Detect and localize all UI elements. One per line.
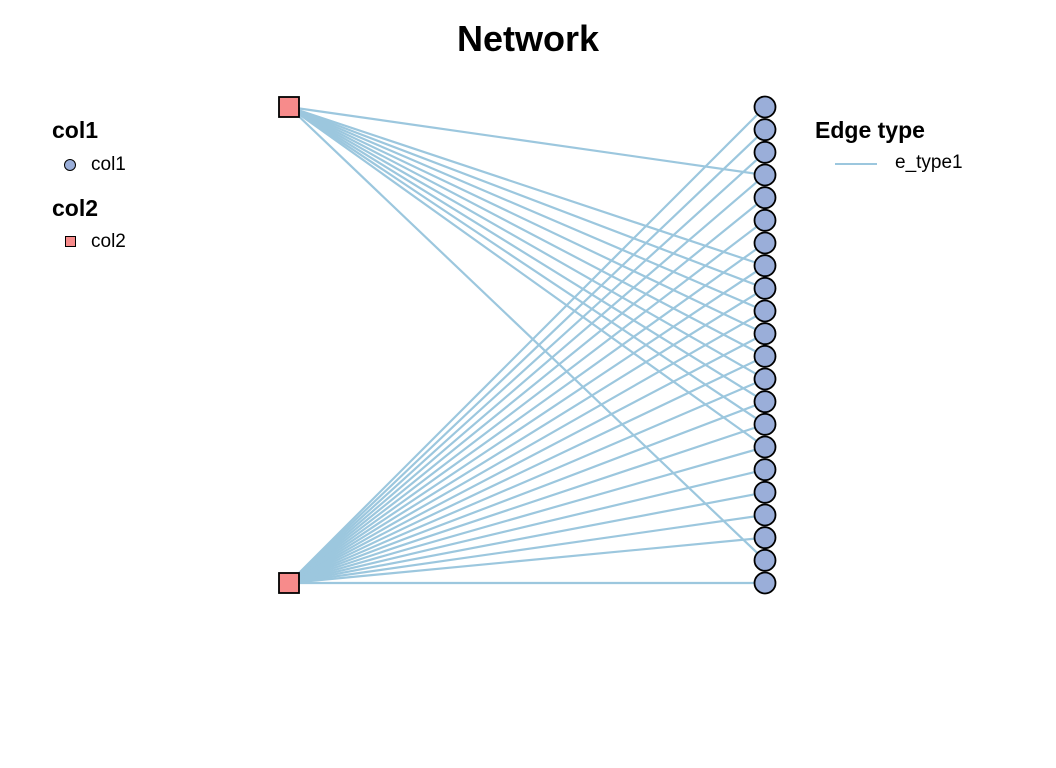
- node-col1: [753, 95, 777, 119]
- legend-col1-label: col1: [91, 154, 126, 175]
- edge-line: [288, 106, 766, 426]
- edge-line: [288, 128, 766, 584]
- node-col1: [753, 367, 777, 391]
- edge-line: [288, 332, 766, 584]
- edge-line: [288, 264, 766, 584]
- node-col1: [753, 254, 777, 278]
- node-col1: [753, 322, 777, 346]
- node-col1: [753, 503, 777, 527]
- edge-line: [288, 106, 766, 380]
- edge-line: [288, 355, 766, 584]
- node-col1: [753, 344, 777, 368]
- legend-col2-title: col2: [52, 195, 99, 221]
- edge-line: [288, 105, 766, 290]
- edge-line: [288, 287, 766, 584]
- edge-line: [288, 468, 766, 585]
- node-col1: [753, 208, 777, 232]
- legend-edge-title: Edge type: [815, 117, 925, 143]
- edge-line: [288, 106, 766, 448]
- legend-col2-key-icon: [65, 236, 76, 247]
- edge-line: [288, 423, 766, 585]
- edge-line: [288, 377, 766, 585]
- edge-line: [288, 196, 766, 584]
- edge-line: [288, 400, 766, 585]
- node-col1: [753, 140, 777, 164]
- edge-line: [288, 105, 766, 313]
- edge-line: [288, 106, 766, 584]
- legend-col2-label: col2: [91, 231, 126, 252]
- edge-line: [288, 106, 766, 335]
- node-col1: [753, 390, 777, 414]
- legend-col1-title: col1: [52, 117, 99, 143]
- node-col1: [753, 548, 777, 572]
- edge-line: [288, 513, 766, 585]
- legend-edge-key-icon: [835, 163, 877, 165]
- node-col2: [278, 572, 300, 594]
- node-col1: [753, 435, 777, 459]
- node-col2: [278, 96, 300, 118]
- node-col1: [753, 571, 777, 595]
- node-col1: [753, 299, 777, 323]
- node-col1: [753, 526, 777, 550]
- edge-line: [288, 174, 766, 584]
- node-col1: [753, 118, 777, 142]
- edge-line: [288, 106, 766, 358]
- node-col1: [753, 480, 777, 504]
- edge-line: [288, 105, 766, 267]
- legend-edge-label: e_type1: [895, 152, 963, 173]
- edge-line: [288, 445, 766, 585]
- edge-line: [288, 105, 766, 177]
- edge-line: [288, 242, 766, 584]
- node-col1: [753, 186, 777, 210]
- node-col1: [753, 412, 777, 436]
- node-col1: [753, 276, 777, 300]
- edges-layer: [288, 105, 766, 585]
- edge-line: [288, 106, 766, 562]
- node-col1: [753, 458, 777, 482]
- legend-col1-key-icon: [64, 159, 76, 171]
- edge-line: [288, 219, 766, 584]
- edge-line: [288, 536, 766, 585]
- edge-line: [288, 151, 766, 584]
- nodes-layer: [278, 95, 777, 595]
- node-col1: [753, 231, 777, 255]
- plot-title: Network: [456, 18, 600, 59]
- edge-line: [288, 310, 766, 584]
- node-col1: [753, 163, 777, 187]
- edge-line: [288, 491, 766, 585]
- edge-line: [288, 106, 766, 403]
